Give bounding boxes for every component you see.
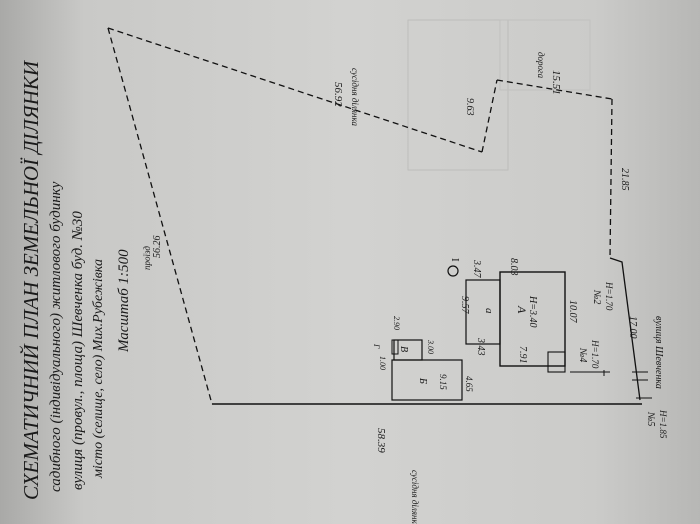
- porch: [547, 351, 566, 373]
- passage-label: проїзд: [142, 246, 152, 270]
- neighbor-top: сусідня ділянка: [350, 68, 360, 126]
- compass-label: I: [449, 258, 461, 262]
- dim-5692: 56.92: [332, 82, 344, 107]
- dim-1007: 10.07: [567, 300, 578, 324]
- dim-300: 3.00: [426, 339, 435, 354]
- compass-marker: [447, 265, 459, 277]
- building-g-label: Г: [372, 343, 381, 349]
- scale-label: Масштаб 1:500: [116, 249, 132, 353]
- annex-a-label: а: [483, 308, 495, 314]
- building-g: [391, 339, 399, 355]
- document-subtitle: садибного (індивідуального) житлового бу…: [48, 181, 64, 492]
- building-b5-label: Б: [417, 377, 428, 384]
- dim-100: 1.00: [378, 356, 387, 370]
- boundary-top: [107, 27, 483, 153]
- boundary-963: [481, 79, 498, 153]
- dim-5626: 56.26: [152, 236, 163, 259]
- dim-465: 4.65: [464, 376, 474, 392]
- dim-791: 7.91: [517, 346, 528, 364]
- well-2-label: №2: [591, 289, 602, 304]
- dim-1551: 15.51: [550, 70, 562, 95]
- dim-2185: 21.85: [619, 168, 630, 191]
- dim-957: 9.57: [459, 296, 470, 315]
- dim-803: 8.03: [508, 258, 519, 276]
- street-label: вулиця Шевченка: [653, 316, 664, 389]
- road-label: дорога: [536, 52, 546, 79]
- dim-290: 2.90: [392, 316, 401, 330]
- building-b5: [391, 359, 463, 401]
- well-5-height: Н=1.85: [658, 409, 668, 439]
- document-title: СХЕМАТИЧНИЙ ПЛАН ЗЕМЕЛЬНОЇ ДІЛЯНКИ: [19, 59, 43, 500]
- dim-915: 9.15: [438, 374, 448, 390]
- dim-347: 3.47: [471, 259, 482, 279]
- dim-343: 3.43: [475, 337, 486, 356]
- ghost-frame: [407, 19, 509, 171]
- well-4-height: Н=1.70: [590, 339, 600, 369]
- city-line: місто (селище, село) Мих.Рубежівка: [91, 259, 106, 479]
- well-2-height: Н=1.70: [604, 281, 614, 311]
- dim-1700: 17.00: [627, 316, 638, 339]
- boundary-street: [609, 257, 641, 401]
- well-5-label: №5: [645, 411, 656, 426]
- address-line: вулиця (провул., площа) Шевченка буд. №3…: [70, 211, 86, 490]
- boundary-passage: [107, 27, 213, 405]
- dim-963: 9.63: [464, 98, 475, 116]
- dim-5839: 58.39: [375, 428, 387, 453]
- ghost-frame-2: [499, 19, 591, 91]
- boundary-2185: [609, 98, 613, 259]
- building-a-label: А: [515, 305, 529, 314]
- building-v: [393, 339, 423, 361]
- neighbor-bottom: сусідня ділянка: [410, 470, 420, 524]
- building-a-height: Н=3.40: [527, 295, 538, 327]
- well-4-label: №4: [577, 347, 588, 362]
- annex-a: [465, 279, 501, 345]
- building-v-label: В: [398, 346, 409, 352]
